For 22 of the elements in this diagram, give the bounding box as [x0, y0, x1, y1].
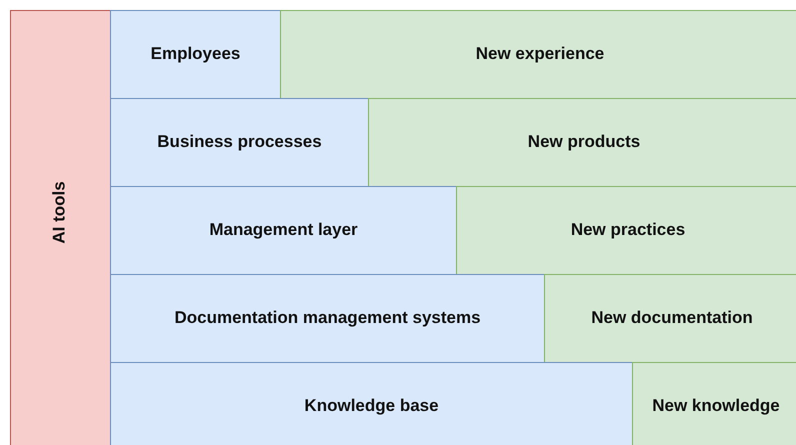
layer-box — [110, 186, 457, 275]
layer-box — [456, 186, 796, 275]
layer-box — [110, 362, 633, 445]
box-label: New documentation — [590, 307, 754, 330]
layer-box — [110, 10, 281, 99]
box-label: New experience — [474, 43, 606, 66]
layer-box — [280, 10, 796, 99]
box-label: New practices — [570, 219, 686, 242]
box-label: Management layer — [208, 219, 359, 242]
layer-box — [110, 274, 545, 363]
box-label: New knowledge — [651, 395, 781, 418]
layer-box — [544, 274, 796, 363]
box-label: Business processes — [156, 131, 323, 154]
box-label: Knowledge base — [303, 395, 440, 418]
box-label: New products — [526, 131, 642, 154]
box-label: Employees — [150, 43, 242, 66]
layer-box — [368, 98, 796, 187]
side-bar — [10, 10, 111, 445]
layer-box — [632, 362, 796, 445]
layer-box — [110, 98, 369, 187]
box-label: Documentation management systems — [173, 307, 482, 330]
box-label: AI tools — [49, 181, 70, 244]
